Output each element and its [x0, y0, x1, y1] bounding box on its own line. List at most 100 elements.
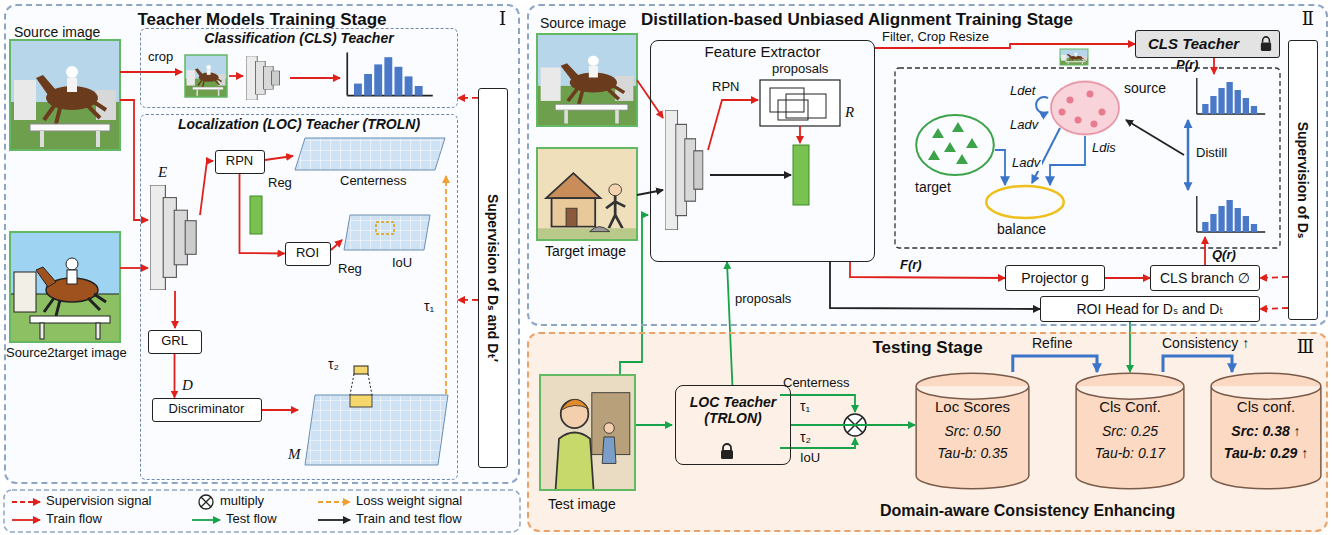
stage-two-illustration: [1197, 78, 1265, 114]
stage-two-illustration: [537, 148, 637, 240]
label: R: [845, 104, 854, 121]
stage-three-illustration: [620, 215, 648, 374]
legend-samples: [318, 519, 350, 521]
node-text: Loc Scores: [935, 398, 1010, 415]
connector: [875, 44, 1135, 48]
teacher-box: Classification (CLS) Teacher: [140, 28, 458, 108]
panel-grounds: [527, 4, 1328, 326]
stage-two-illustration: [637, 80, 663, 118]
stage-two-illustration: [1087, 91, 1094, 98]
teacher-box: Localization (LOC) Teacher (TROLN)RPNROI…: [140, 114, 458, 480]
node-text: Tau-b: 0.35: [937, 445, 1007, 461]
label: Target image: [545, 243, 626, 259]
stage-one-illustration: [10, 232, 120, 342]
stage-two-illustration: [1099, 109, 1106, 116]
stage-three-illustration: [636, 424, 672, 426]
stage-one-illustration: [185, 55, 227, 97]
node-text: CLS branch ∅: [1160, 270, 1250, 286]
node-text: balance: [997, 221, 1046, 237]
node-text: GRL: [161, 334, 188, 349]
edge-label: Ladv: [1010, 156, 1042, 171]
stage-one-illustration: [262, 409, 298, 411]
stage-title: Distillation-based Unbiased Alignment Tr…: [641, 10, 1073, 30]
edge-label: Refine: [1030, 335, 1074, 351]
ellipse-shape: [915, 113, 995, 177]
node-text: Projector g: [1021, 270, 1089, 286]
stage-panel: Distillation-based Unbiased Alignment Tr…: [527, 4, 1328, 326]
teacher-model-box: LOC Teacher (TRLON): [675, 385, 791, 465]
stage-two-illustration: [637, 190, 663, 195]
legend-samples: [12, 519, 40, 521]
connector: [1129, 322, 1131, 372]
stage-one-illustration: [200, 161, 213, 215]
label: Ldet: [1010, 84, 1035, 99]
stage-two-illustration: [537, 34, 637, 126]
stage-three-illustration: [721, 444, 733, 459]
domain-ellipse: source: [1050, 80, 1120, 136]
stage-two-illustration: [1204, 237, 1206, 265]
label: IoU: [800, 451, 820, 466]
label: IoU: [392, 256, 412, 271]
label: Ladv: [1010, 118, 1038, 133]
stage-title: Teacher Models Training Stage: [6, 10, 518, 30]
stage-two-illustration: [1059, 109, 1066, 116]
node-text: Cls Conf.: [1099, 398, 1161, 415]
stage-one-illustration: [229, 75, 243, 77]
node-text: Cls conf.: [1237, 398, 1295, 415]
legend-samples: [318, 501, 350, 503]
legend-samples: [199, 495, 213, 509]
label: E: [158, 164, 167, 181]
stage-one-illustration: [354, 366, 368, 374]
stage-two-illustration: [1060, 49, 1088, 65]
stage-two-illustration: [710, 174, 791, 176]
node-text: Supervision of Dₛ and Dₜ′: [485, 194, 501, 362]
edge-label: proposals: [733, 292, 793, 307]
connector: [1163, 356, 1232, 372]
stage-one-illustration: [331, 240, 342, 250]
label: P(r): [1176, 58, 1198, 73]
stage-one-illustration: [10, 40, 120, 150]
teacher-model-box: CLS Teacher: [1135, 30, 1280, 58]
stage-one-illustration: [10, 40, 120, 150]
legend-samples: [192, 519, 220, 521]
stage-one-illustration: [10, 40, 448, 465]
node-text: ROI Head for Dₛ and Dₜ: [1076, 301, 1223, 317]
stage-two-illustration: [1050, 80, 1120, 136]
panel-grounds: [4, 4, 1328, 532]
node-text: Src: 0.38 ↑: [1231, 423, 1300, 439]
stage-one-illustration: [350, 374, 372, 395]
stage-panel: Testing StageⅢLOC Teacher (TRLON)Loc Sco…: [527, 332, 1328, 532]
node-text: Tau-b: 0.17: [1095, 445, 1165, 461]
connector: [1260, 308, 1288, 309]
process-box: CLS branch ∅: [1150, 265, 1260, 291]
ellipse-shape: [985, 185, 1065, 219]
stage-two-illustration: [1197, 196, 1265, 232]
label: Distill: [1196, 146, 1227, 161]
node-text: RPN: [226, 154, 253, 169]
label: Q(r): [1212, 248, 1236, 263]
legend-text: Loss weight signal: [356, 494, 462, 509]
connector: [1105, 277, 1150, 279]
stage-one-illustration: [120, 100, 148, 220]
process-box: RPN: [215, 150, 265, 174]
stage-one-illustration: [150, 185, 196, 290]
label: Centerness: [783, 376, 849, 391]
label: proposals: [772, 62, 828, 77]
panel-grounds: [4, 490, 520, 532]
stage-one-illustration: [445, 176, 447, 394]
node-text: target: [915, 179, 951, 195]
supervision-bar: Supervision of Dₛ: [1288, 40, 1318, 320]
ellipse-outline: [1051, 82, 1119, 135]
label: Test image: [548, 496, 616, 512]
connector: [458, 299, 478, 301]
stage-two-illustration: [1126, 120, 1184, 155]
box-title: Feature Extractor: [651, 43, 874, 60]
legend-text: Train flow: [46, 512, 102, 527]
stage-two-illustration: [956, 154, 968, 164]
connector: [1260, 277, 1288, 278]
label: Source image: [540, 15, 626, 31]
edge-label: Consistency ↑: [1160, 335, 1251, 351]
